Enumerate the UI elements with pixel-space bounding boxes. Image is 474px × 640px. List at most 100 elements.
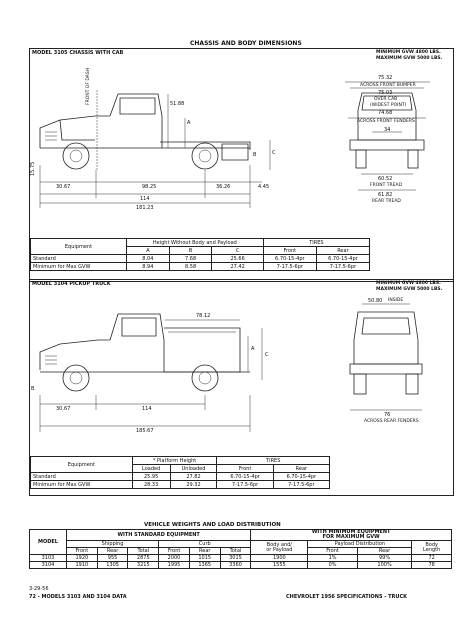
gvw-max-label-2: MAXIMUM GVW 5000 LBS. [376,287,443,292]
cell-ship-rear: 1305 [96,561,129,569]
col-tires-2: TIRES [216,456,330,465]
dim-height-c-2: C [265,352,269,358]
row-label: Minimum for Max GVW [30,262,127,271]
bl-line2: Length [423,546,441,553]
cell-curb-rear: 1015 [188,554,221,562]
dim-30-67: 30.67 [56,184,71,190]
col-payload-dist: Payload Distribution [307,540,413,548]
cell-c: 27.42 [211,262,264,271]
cell-model: 3104 [29,561,67,569]
chassis-height-table: Equipment Height Without Body and Payloa… [30,238,371,271]
dim-height-a: A [187,120,191,126]
row-label: Minimum for Max GVW [30,480,133,489]
dim-36-26: 36.26 [216,184,231,190]
dim-98-25: 98.25 [142,184,157,190]
cell-pd-front: 0% [307,561,358,569]
cell-curb-front: 2000 [158,554,190,562]
sub-curb-rear: Rear [188,547,221,555]
col-equipment-2: Equipment [30,456,133,473]
cell-ship-front: 1910 [66,561,98,569]
table-row: 3104 1910 1305 3215 1995 1365 3360 1555 … [29,561,452,569]
sub-curb-front: Front [158,547,190,555]
dim-51-88: 51.88 [170,101,185,107]
cell-pd-rear: 100% [356,561,413,569]
cell-body-length: 78 [411,561,452,569]
cell-loaded: 25.95 [131,472,171,481]
dim-50-80: 50.80 [368,298,383,304]
model-label-3104: MODEL 3104 PICKUP TRUCK [32,281,111,287]
front-tread-label: FRONT TREAD [370,183,403,188]
dim-74-68: 74.68 [378,110,393,116]
cell-rear: 7-17.5-6pr [315,262,371,271]
cell-body-payload: 1555 [250,561,309,569]
cell-ship-total: 2875 [127,554,160,562]
page-title: CHASSIS AND BODY DIMENSIONS [190,40,302,47]
col-with-standard: WITH STANDARD EQUIPMENT [65,529,252,541]
col-model: MODEL [29,529,67,555]
cell-rear: 6.70-15-4pr [272,472,331,481]
cell-pd-front: 1% [307,554,358,562]
dim-114: 114 [140,196,150,202]
dim-height-b: B [253,152,257,158]
cell-body-payload: 1900 [250,554,309,562]
sub-ship-front: Front [66,547,98,555]
cell-model: 3103 [29,554,67,562]
col-curb: Curb [158,540,252,548]
dim-height-a-2: A [251,346,255,352]
pickup-platform-table: Equipment * Platform Height TIRES Loaded… [30,456,331,489]
cell-front: 6.70-15-4pr [216,472,274,481]
section-pickup-truck [29,279,454,496]
cell-rear: 7-17.5-6pr [272,480,331,489]
inside-label: INSIDE [388,298,404,303]
sub-loaded: Loaded [131,464,171,473]
col-body-payload: Body and/ or Payload [250,540,309,555]
sub-unloaded: Unloaded [169,464,218,473]
sub-ship-rear: Rear [96,547,129,555]
bl-line1: Body [425,541,438,548]
cell-curb-total: 3015 [219,554,252,562]
cell-curb-rear: 1365 [188,561,221,569]
gvw-min-label-2: MINIMUM GVW 4800 LBS. [376,281,441,286]
sub-curb-total: Total [219,547,252,555]
across-front-fenders: ACROSS FRONT FENDERS [357,119,415,124]
cell-front: 7-17.5-6pr [216,480,274,489]
widest-point-label: (WIDEST POINT) [370,103,407,108]
weights-table: MODEL WITH STANDARD EQUIPMENT WITH MINIM… [29,529,452,569]
col-body-length: Body Length [411,540,452,555]
col-shipping: Shipping [65,540,160,548]
dim-34: 34 [384,127,391,133]
across-rear-fenders: ACROSS REAR FENDERS [364,419,419,424]
dim-4-45: 4.45 [258,184,270,190]
dim-60-52: 60.52 [378,176,393,182]
gvw-max-label: MAXIMUM GVW 5000 LBS. [376,56,443,61]
col-platform: * Platform Height [131,456,218,465]
weights-title: VEHICLE WEIGHTS AND LOAD DISTRIBUTION [144,522,281,528]
over-cab-label: OVER CAB [374,97,398,102]
cell-ship-total: 3215 [127,561,160,569]
dim-30-67-2: 30.67 [56,406,71,412]
model-label-3103: MODEL 3105 CHASSIS WITH CAB [32,50,124,56]
footer-date: 3-29-56 [29,586,49,592]
row-label: Standard [30,472,133,481]
dim-75-03: 75.03 [378,90,393,96]
with-min-line1: WITH MINIMUM EQUIPMENT [311,529,391,535]
with-min-line2: FOR MAXIMUM GVW [322,534,380,540]
table-row: Minimum for Max GVW 28.33 29.32 7-17.5-6… [30,480,331,489]
cell-ship-front: 1920 [66,554,98,562]
dim-181-23: 181.23 [136,205,154,211]
sub-pd-rear: Rear [356,547,413,555]
cell-curb-total: 3360 [219,561,252,569]
dim-185-67: 185.67 [136,428,154,434]
dim-78-12: 78.12 [196,313,211,319]
rear-tread-label: REAR TREAD [372,199,401,204]
gvw-min-label: MINIMUM GVW 4800 LBS. [376,50,441,55]
dim-height-c: C [272,150,276,156]
table-row: Standard 25.95 27.82 6.70-15-4pr 6.70-15… [30,472,331,481]
cell-loaded: 28.33 [131,480,171,489]
dim-114-2: 114 [142,406,152,412]
sub-front-2: Front [216,464,274,473]
footer-left: 72 - MODELS 3103 AND 3104 DATA [29,594,127,600]
sub-ship-total: Total [127,547,160,555]
